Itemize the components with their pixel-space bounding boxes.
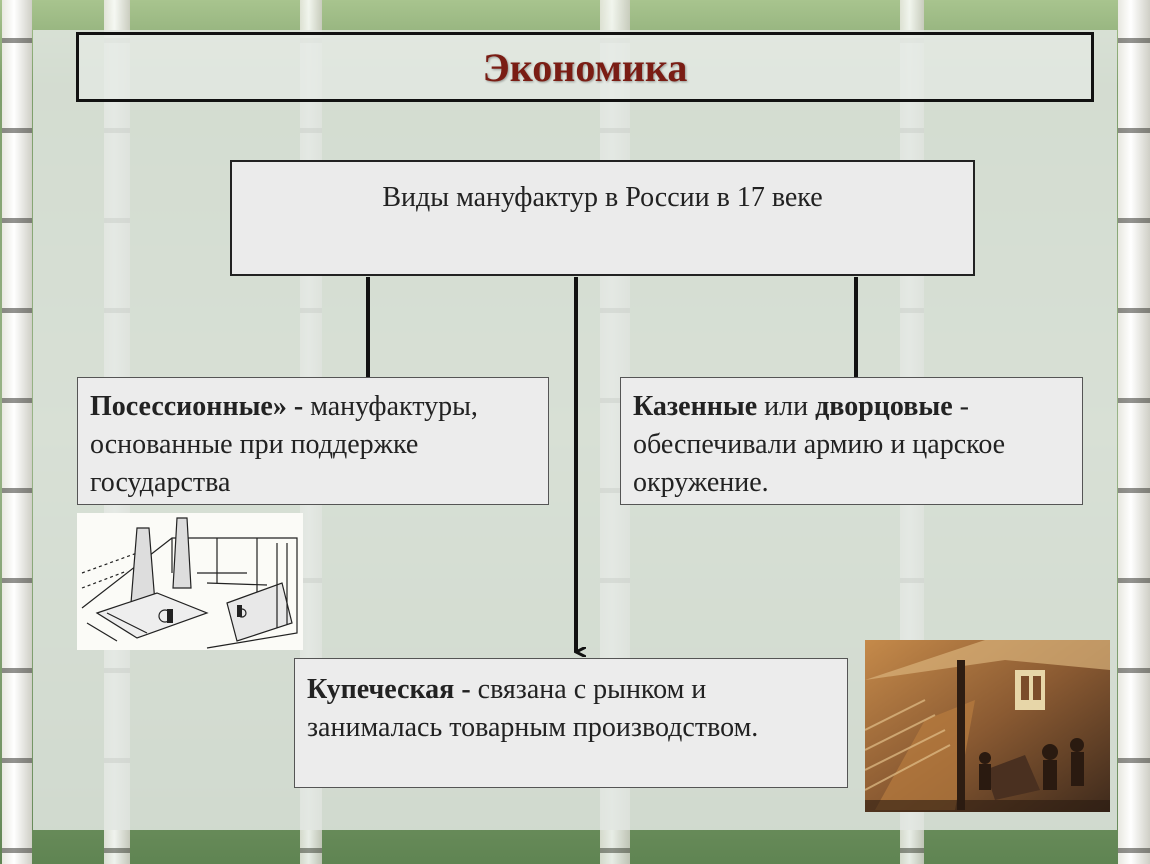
state-term: Казенные — [633, 391, 758, 422]
page-title: Экономика — [482, 44, 688, 90]
title-box: Экономика — [76, 32, 1094, 102]
merchant-description: связана с рынком и занималась товарным п… — [307, 674, 759, 743]
possession-manufactory-box: Посессионные» - мануфактуры, основанные … — [77, 377, 549, 505]
state-manufactory-box: Казенные или дворцовые - обеспечивали ар… — [620, 377, 1083, 505]
manufactory-painting-image — [865, 640, 1110, 812]
state-dash: - — [952, 391, 969, 422]
palace-term: дворцовые — [815, 391, 953, 422]
possession-description: мануфактуры, основанные при поддержке го… — [90, 391, 478, 498]
state-or: или — [757, 391, 816, 422]
manufactory-types-label: Виды мануфактур в России в 17 веке — [382, 182, 823, 213]
birch-trunk — [2, 0, 32, 864]
possession-term: Посессионные» - — [90, 391, 304, 422]
merchant-term: Купеческая - — [307, 674, 471, 705]
merchant-manufactory-box: Купеческая - связана с рынком и занимала… — [294, 658, 848, 788]
birch-trunk — [1118, 0, 1150, 864]
manufactory-types-box: Виды мануфактур в России в 17 веке — [230, 160, 975, 276]
manufactory-sketch-image — [77, 513, 303, 650]
state-description: обеспечивали армию и царское окружение. — [633, 429, 1006, 498]
